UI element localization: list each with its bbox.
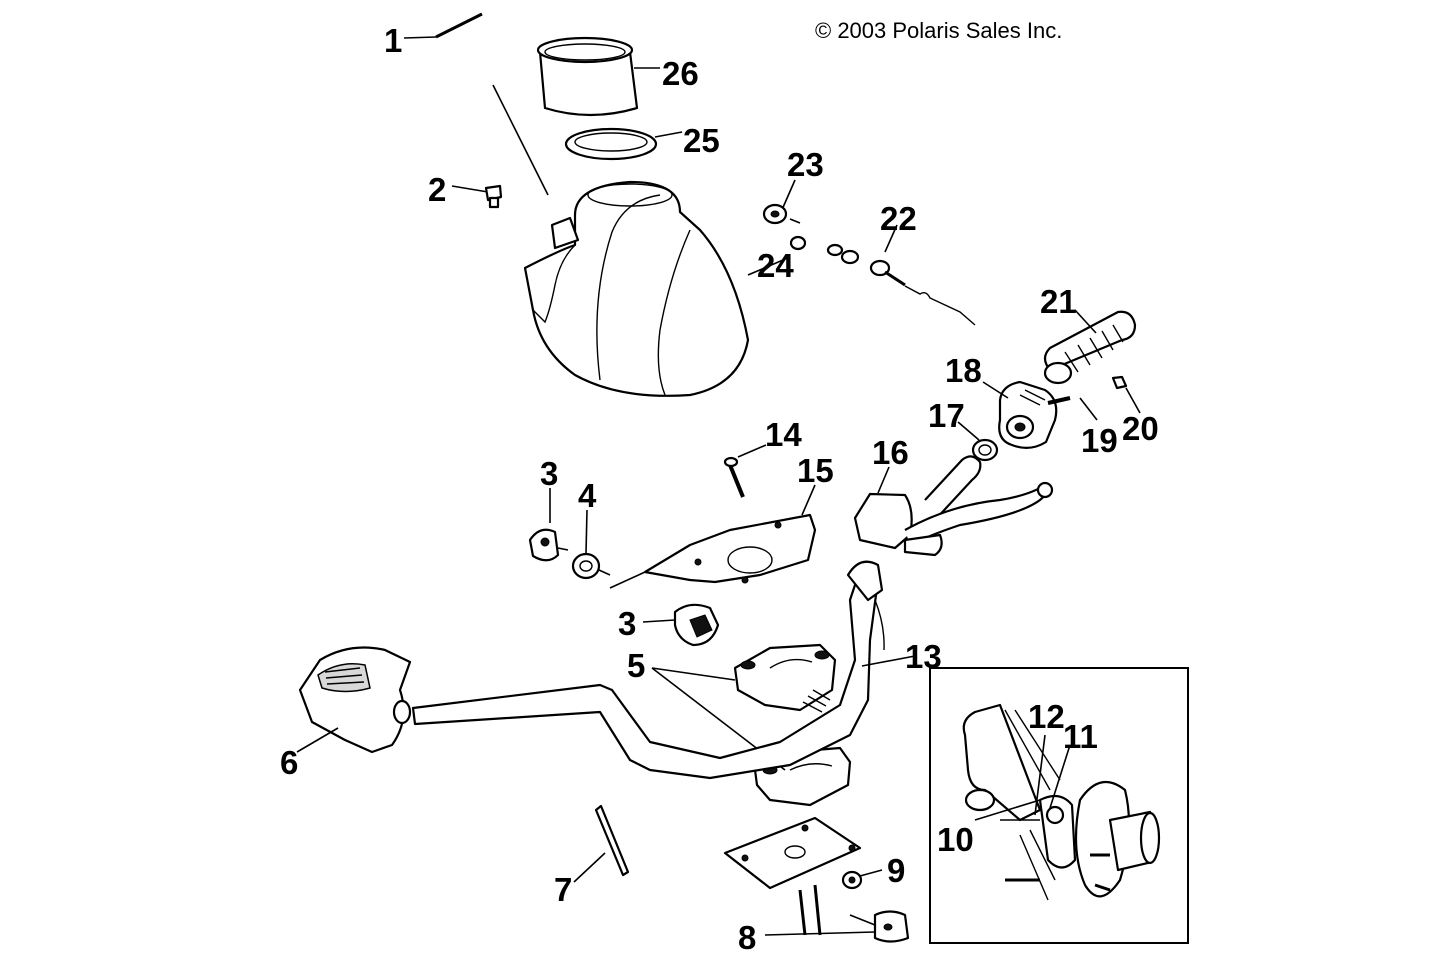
label-21: 21 (1040, 283, 1077, 320)
part-9-nut (841, 869, 883, 890)
part-4-nut (571, 509, 611, 580)
part-7-cable-tie (573, 804, 630, 883)
part-3-ignition-switch (642, 603, 720, 647)
label-11: 11 (1063, 718, 1098, 755)
part-24-headlight-pod (523, 180, 791, 397)
label-9: 9 (887, 852, 905, 889)
callout-labels: 1 26 25 2 23 22 24 21 18 17 19 20 14 16 … (280, 22, 1159, 956)
part-26-headlight-bezel (536, 36, 660, 117)
label-23: 23 (787, 146, 824, 183)
label-13: 13 (905, 638, 942, 675)
label-5: 5 (627, 647, 645, 684)
label-2: 2 (428, 171, 446, 208)
label-18: 18 (945, 352, 982, 389)
part-16-brake-master-cylinder (853, 455, 1054, 557)
copyright-notice: © 2003 Polaris Sales Inc. (815, 18, 1063, 43)
part-3-switch-upper (528, 488, 569, 562)
part-8-mounting-plate (723, 816, 910, 943)
label-16: 16 (872, 434, 909, 471)
label-4: 4 (578, 477, 597, 514)
label-7: 7 (554, 871, 572, 908)
label-6: 6 (280, 744, 298, 781)
label-1: 1 (384, 22, 402, 59)
part-15-mounting-plate (609, 484, 817, 589)
inset-brake-detail (929, 667, 1189, 944)
part-23-nut (762, 179, 801, 225)
label-3-upper: 3 (540, 455, 558, 492)
label-15: 15 (797, 452, 834, 489)
label-26: 26 (662, 55, 699, 92)
label-8: 8 (738, 919, 756, 956)
label-25: 25 (683, 122, 720, 159)
label-24: 24 (757, 247, 794, 284)
label-20: 20 (1122, 410, 1159, 447)
part-22-throttle-cable (789, 224, 976, 326)
label-17: 17 (928, 397, 965, 434)
label-14: 14 (765, 416, 802, 453)
part-13-handlebar (411, 560, 916, 780)
part-1-cable-tie (403, 12, 483, 39)
part-20-screw (1111, 375, 1141, 414)
part-18-throttle-housing (982, 380, 1058, 449)
label-3-lower: 3 (618, 605, 636, 642)
part-2-screw (451, 184, 503, 209)
label-10: 10 (937, 821, 974, 858)
part-19-screw (1047, 396, 1098, 421)
part-6-left-control-housing (296, 646, 412, 754)
label-22: 22 (880, 200, 917, 237)
label-12: 12 (1028, 698, 1065, 735)
part-17-bushing (957, 421, 999, 462)
part-25-ring (564, 127, 683, 161)
part-21-hand-grip (1043, 309, 1137, 385)
part-14-bolt (723, 444, 767, 498)
label-19: 19 (1081, 422, 1118, 459)
